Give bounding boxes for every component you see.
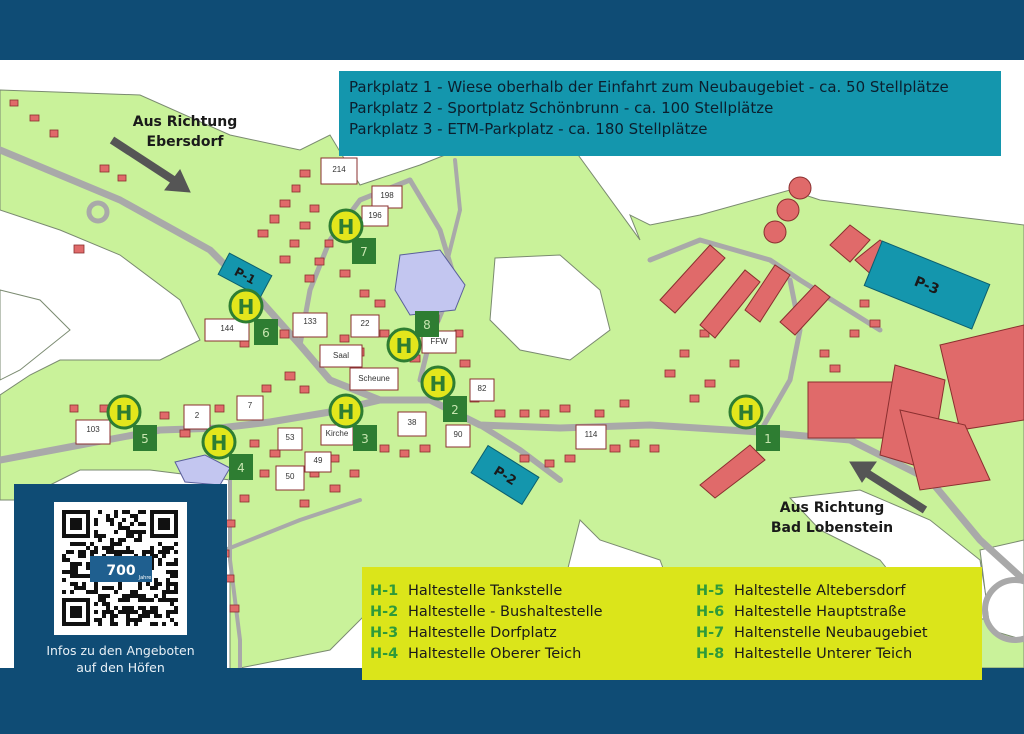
bus-stop-icon: H <box>338 215 355 239</box>
house-number-box: 198 <box>371 185 403 209</box>
svg-text:2: 2 <box>195 411 200 420</box>
svg-text:Kirche: Kirche <box>326 429 349 438</box>
house-number-box: 22 <box>350 314 380 338</box>
house-number-box: 90 <box>445 424 471 448</box>
bus-stop-number: 7 <box>360 245 368 259</box>
bus-stop-8[interactable]: 8 H <box>386 311 439 363</box>
house-number-box: 82 <box>469 378 495 402</box>
house-number-box: Scheune <box>349 367 399 391</box>
arrows <box>109 136 928 514</box>
svg-text:90: 90 <box>454 430 463 439</box>
svg-text:214: 214 <box>332 165 346 174</box>
pond-upper <box>394 249 466 316</box>
bus-stops: 1 H 2 H 3 H 4 H 5 H <box>106 208 780 480</box>
bus-stop-number: 4 <box>237 461 245 475</box>
bus-stop-5[interactable]: 5 H <box>106 394 157 451</box>
parking-lot-1: P-1 <box>217 252 273 298</box>
house-number-box: Saal <box>319 344 363 368</box>
parking-lot-3: P-3 <box>863 240 991 330</box>
parking-info-box: Parkplatz 1 - Wiese oberhalb der Einfahr… <box>339 71 1001 156</box>
svg-text:38: 38 <box>408 418 417 427</box>
house-number-box: 114 <box>575 424 607 450</box>
house-number-box: 196 <box>361 205 389 227</box>
bus-stop-icon: H <box>338 400 355 424</box>
svg-text:196: 196 <box>368 211 382 220</box>
bus-stop-6[interactable]: 6 H <box>228 288 278 345</box>
bus-stop-icon: H <box>116 401 133 425</box>
bus-stop-icon: H <box>396 334 413 358</box>
direction-ebersdorf-label: Aus Richtung Ebersdorf <box>132 114 238 150</box>
bus-stop-icon: H <box>430 372 447 396</box>
svg-text:Saal: Saal <box>333 351 349 360</box>
house-numbers: 214 198 196 144 133 22 FFW Saal Scheune … <box>75 157 607 491</box>
bus-stop-number: 3 <box>361 432 369 446</box>
parking-lot-2: P-2 <box>470 444 540 506</box>
top-band <box>0 0 1024 60</box>
house-number-box: 214 <box>320 157 358 185</box>
svg-text:FFW: FFW <box>430 337 448 346</box>
bus-stop-2[interactable]: 2 H <box>420 365 467 422</box>
house-number-box: 50 <box>275 465 305 491</box>
industrial-buildings <box>659 176 1024 499</box>
svg-text:133: 133 <box>303 317 317 326</box>
village-map: P-1 P-2 P-3 214 198 196 144 133 22 FFW S… <box>0 89 1024 668</box>
svg-text:Scheune: Scheune <box>358 374 390 383</box>
svg-text:103: 103 <box>86 425 100 434</box>
house-number-box: 7 <box>236 395 264 421</box>
house-number-box: 144 <box>204 318 250 342</box>
house-number-box: 103 <box>75 419 111 445</box>
direction-lobenstein-label: Aus Richtung Bad Lobenstein <box>770 500 894 536</box>
pond-lower <box>174 454 231 486</box>
bus-stop-number: 2 <box>451 403 459 417</box>
house-number-box: 53 <box>277 427 303 451</box>
bus-stop-number: 6 <box>262 326 270 340</box>
bus-stop-7[interactable]: 7 H <box>328 208 376 264</box>
qr-badge-text: 700 <box>106 563 135 579</box>
house-number-box: 2 <box>183 404 211 430</box>
qr-badge-subtext: Jahre <box>138 575 152 581</box>
qr-caption: Infos zu den Angeboten auf den Höfen <box>46 643 195 675</box>
svg-text:53: 53 <box>286 433 295 442</box>
bus-stop-icon: H <box>238 295 255 319</box>
house-number-box: 38 <box>397 411 427 437</box>
svg-text:50: 50 <box>286 472 295 481</box>
svg-text:198: 198 <box>380 191 394 200</box>
svg-text:82: 82 <box>478 384 487 393</box>
bus-stop-number: 1 <box>764 432 772 446</box>
bus-stop-3[interactable]: 3 H <box>328 393 377 451</box>
bus-stop-number: 8 <box>423 318 431 332</box>
house-number-box: 133 <box>292 312 328 338</box>
bus-stop-4[interactable]: 4 H <box>201 424 253 480</box>
svg-text:7: 7 <box>248 401 253 410</box>
bus-stop-icon: H <box>738 401 755 425</box>
bus-stop-number: 5 <box>141 432 149 446</box>
bus-stop-1[interactable]: 1 H <box>728 394 780 451</box>
svg-text:49: 49 <box>314 456 323 465</box>
svg-text:22: 22 <box>361 319 370 328</box>
svg-text:144: 144 <box>220 324 234 333</box>
bus-stop-icon: H <box>211 431 228 455</box>
parking-info-line-3: Parkplatz 3 - ETM-Parkplatz - ca. 180 St… <box>349 120 708 138</box>
parking-info-line-2: Parkplatz 2 - Sportplatz Schönbrunn - ca… <box>349 99 774 117</box>
buildings <box>9 99 881 613</box>
parking-info-line-1: Parkplatz 1 - Wiese oberhalb der Einfahr… <box>349 78 949 96</box>
svg-text:114: 114 <box>585 430 598 439</box>
house-number-box: 49 <box>304 451 332 473</box>
